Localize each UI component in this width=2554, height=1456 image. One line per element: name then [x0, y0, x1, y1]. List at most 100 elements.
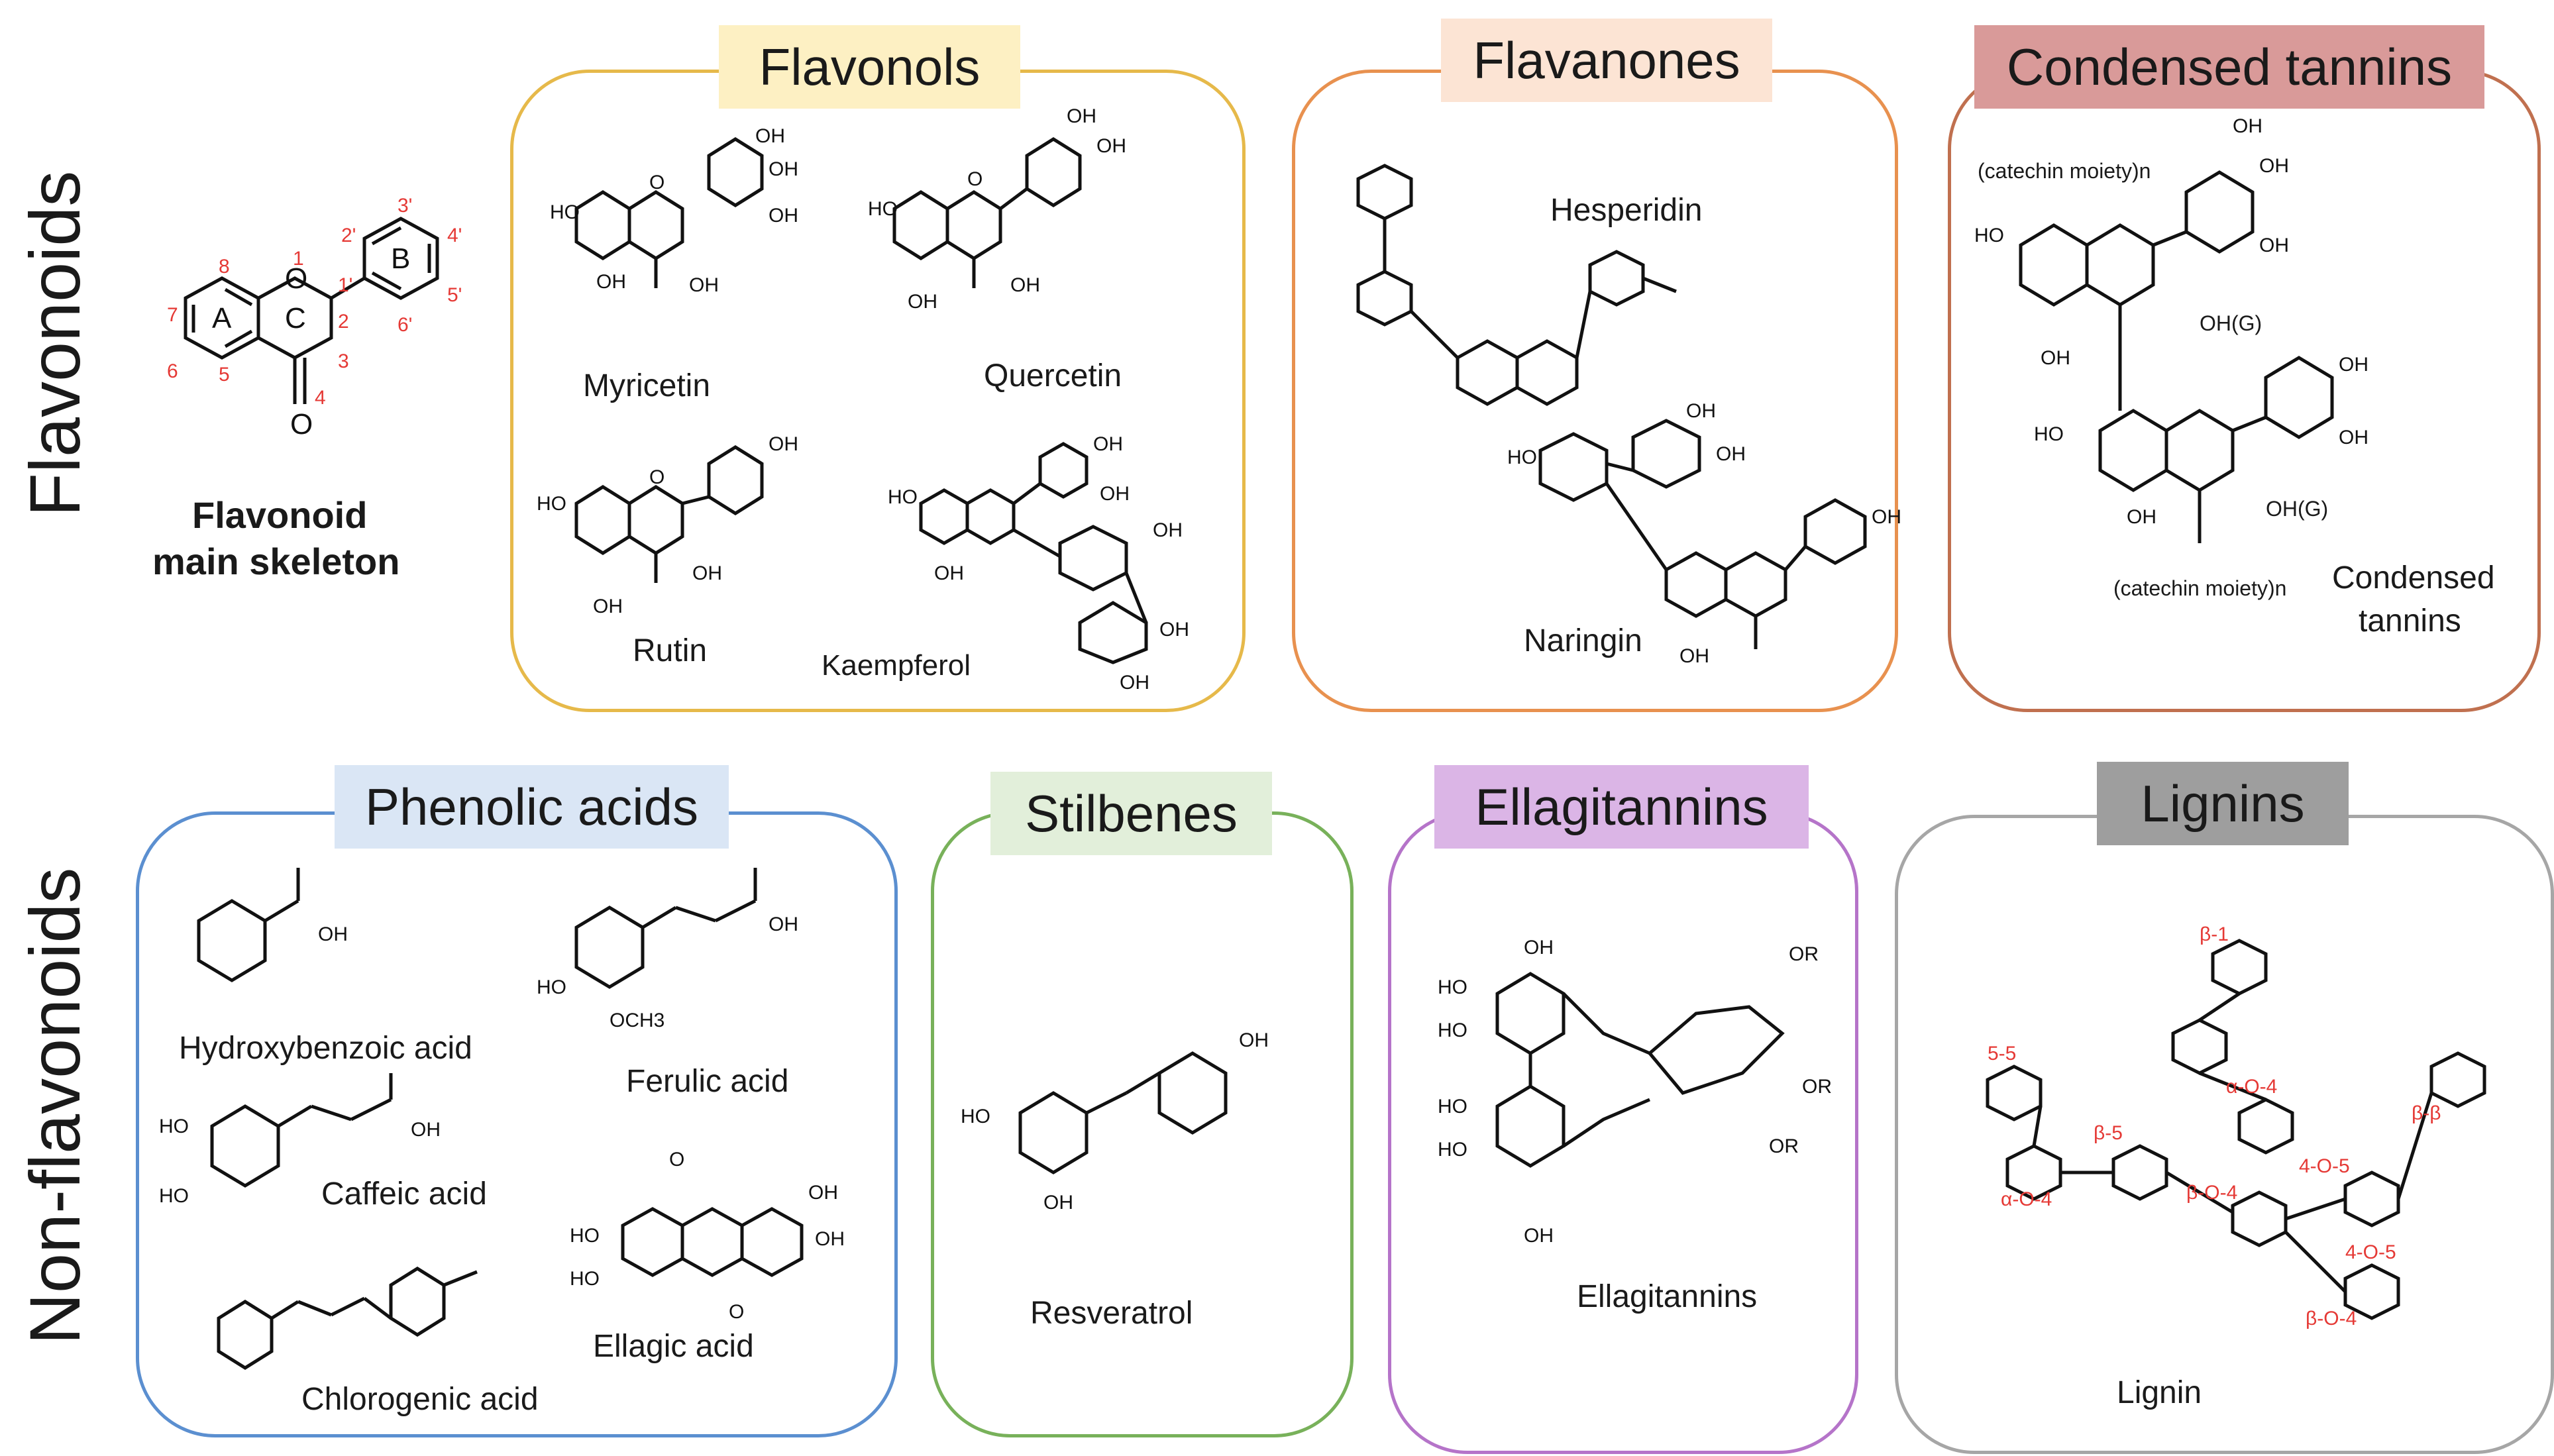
flavonols-title: Flavonols: [719, 25, 1020, 109]
myricetin-oh-bottom: OH: [596, 271, 626, 293]
position-label-1p: 1': [338, 274, 352, 296]
ct-oh-5: OH: [2127, 506, 2156, 528]
lignin-link-b5: β-5: [2094, 1122, 2123, 1144]
rutin-oh-3: OH: [692, 562, 722, 584]
naringin-oh-2: OH: [1716, 443, 1746, 465]
ct-oh-1: OH: [2041, 347, 2070, 369]
skeleton-caption-line1: Flavonoid: [192, 494, 368, 536]
skeleton-caption-line2: main skeleton: [152, 541, 400, 582]
quercetin-oh-left: HO: [868, 198, 898, 220]
ring-o-label: O: [285, 262, 307, 295]
position-label-6: 6: [167, 360, 178, 382]
kaempferol-oh-1: OH: [934, 562, 964, 584]
et-or-2: OR: [1802, 1076, 1832, 1098]
flavanones-box: [1292, 70, 1898, 712]
ct-oh-6: OH: [2339, 354, 2368, 376]
quercetin-oh-b2: OH: [1096, 135, 1126, 157]
caffeic-ho-2: HO: [159, 1185, 189, 1207]
phenolic-acids-title: Phenolic acids: [335, 765, 729, 849]
kaempferol-oh-5: OH: [1159, 619, 1189, 641]
myricetin-structure: HO OH O OH OH OH OH: [550, 125, 798, 296]
chlorogenic-acid-structure: [217, 1267, 478, 1370]
ct-ho-1: HO: [1974, 225, 2004, 246]
ellagic-acid-structure: O O HO HO OH OH: [570, 1149, 845, 1323]
rutin-oh-bottom: OH: [593, 596, 623, 617]
kaempferol-oh-2: OH: [1093, 433, 1123, 455]
rutin-structure: HO OH O OH OH: [537, 433, 798, 617]
hesperidin-structure: [1356, 164, 1677, 406]
ellagitannins-label: Ellagitannins: [1577, 1279, 1758, 1314]
quercetin-oh-bottom: OH: [908, 291, 937, 313]
lignin-link-aO4-1: α-O-4: [2226, 1076, 2277, 1098]
lignins-title: Lignins: [2097, 762, 2349, 845]
condensed-tannins-title: Condensed tannins: [1974, 25, 2484, 109]
position-label-3: 3: [338, 350, 349, 372]
stilbenes-box: [931, 811, 1354, 1437]
ellagic-oh-1: OH: [808, 1182, 838, 1204]
ellagic-acid-label: Ellagic acid: [593, 1329, 754, 1364]
myricetin-label: Myricetin: [583, 368, 711, 403]
hba-oh: OH: [318, 923, 348, 945]
condensed-tannins-box: [1948, 70, 2541, 712]
quercetin-oh-b1: OH: [1067, 105, 1096, 127]
caffeic-oh: OH: [411, 1119, 441, 1141]
lignin-link-bb: β-β: [2412, 1102, 2441, 1124]
ellagitannins-title: Ellagitannins: [1434, 765, 1809, 849]
ellagitannin-structure: OH HO HO HO HO OH OR OR OR: [1438, 937, 1832, 1247]
quercetin-o: O: [967, 168, 983, 190]
quercetin-label: Quercetin: [984, 358, 1122, 393]
position-label-8: 8: [219, 256, 230, 278]
rutin-oh-b: OH: [769, 433, 798, 455]
ellagitannins-box: [1388, 811, 1858, 1454]
myricetin-oh-b3: OH: [769, 205, 798, 227]
position-label-1: 1: [293, 248, 304, 270]
phenolic-acids-box: [136, 811, 898, 1437]
position-label-4p: 4': [447, 225, 462, 246]
myricetin-oh-b1: OH: [755, 125, 785, 147]
position-label-4: 4: [315, 387, 326, 409]
position-label-7: 7: [167, 304, 178, 326]
naringin-structure: OH OH OH OH HO: [1507, 400, 1901, 667]
ring-b-label: B: [391, 242, 410, 275]
condensed-tannin-structure: HO OH OH OH OH HO OH OH OH: [1974, 115, 2368, 543]
caffeic-acid-label: Caffeic acid: [321, 1176, 487, 1212]
lignin-link-4O5-2: 4-O-5: [2345, 1241, 2396, 1263]
lignin-link-55: 5-5: [1988, 1043, 2016, 1065]
flavonoids-group-label: Flavonoids: [15, 170, 95, 517]
resveratrol-label: Resveratrol: [1030, 1296, 1193, 1331]
ferulic-och3: OCH3: [610, 1010, 665, 1031]
rutin-label: Rutin: [633, 633, 708, 668]
ct-ho-2: HO: [2034, 423, 2064, 445]
resveratrol-structure: HO OH OH: [961, 1029, 1269, 1214]
resveratrol-ho: HO: [961, 1106, 990, 1127]
position-label-6p: 6': [398, 314, 412, 336]
ferulic-acid-label: Ferulic acid: [626, 1064, 789, 1099]
kaempferol-ho: HO: [888, 486, 918, 508]
kaempferol-oh-3: OH: [1100, 483, 1130, 505]
carbonyl-o-label: O: [290, 408, 313, 441]
flavonoid-skeleton-structure: A C B O O 1 2 3 4 5 6 7 8 1' 2' 3' 4' 5'…: [167, 195, 462, 441]
ellagic-o-bottom: O: [729, 1301, 744, 1323]
caffeic-ho-1: HO: [159, 1116, 189, 1137]
caffeic-acid-structure: HO HO OH: [159, 1073, 441, 1207]
hydroxybenzoic-acid-structure: OH: [197, 868, 348, 982]
ellagic-o-top: O: [669, 1149, 684, 1170]
rutin-o: O: [649, 466, 665, 488]
et-ho-3: HO: [1438, 1096, 1467, 1118]
quercetin-oh-3: OH: [1010, 274, 1040, 296]
stilbenes-title: Stilbenes: [990, 772, 1272, 855]
ct-oh-2: OH: [2233, 115, 2262, 137]
ferulic-oh: OH: [769, 913, 798, 935]
kaempferol-label: Kaempferol: [822, 649, 971, 682]
myricetin-oh-left: HO: [550, 201, 580, 223]
lignins-box: [1895, 815, 2554, 1454]
ellagic-ho-1: HO: [570, 1225, 600, 1247]
et-ho-2: HO: [1438, 1019, 1467, 1041]
ellagic-ho-2: HO: [570, 1268, 600, 1290]
et-oh-top: OH: [1524, 937, 1554, 959]
ring-c-label: C: [285, 302, 306, 335]
condensed-tannins-label-line2: tannins: [2359, 603, 2461, 639]
naringin-oh-4: OH: [1679, 645, 1709, 667]
position-label-2: 2: [338, 311, 349, 333]
kaempferol-oh-4: OH: [1153, 519, 1183, 541]
